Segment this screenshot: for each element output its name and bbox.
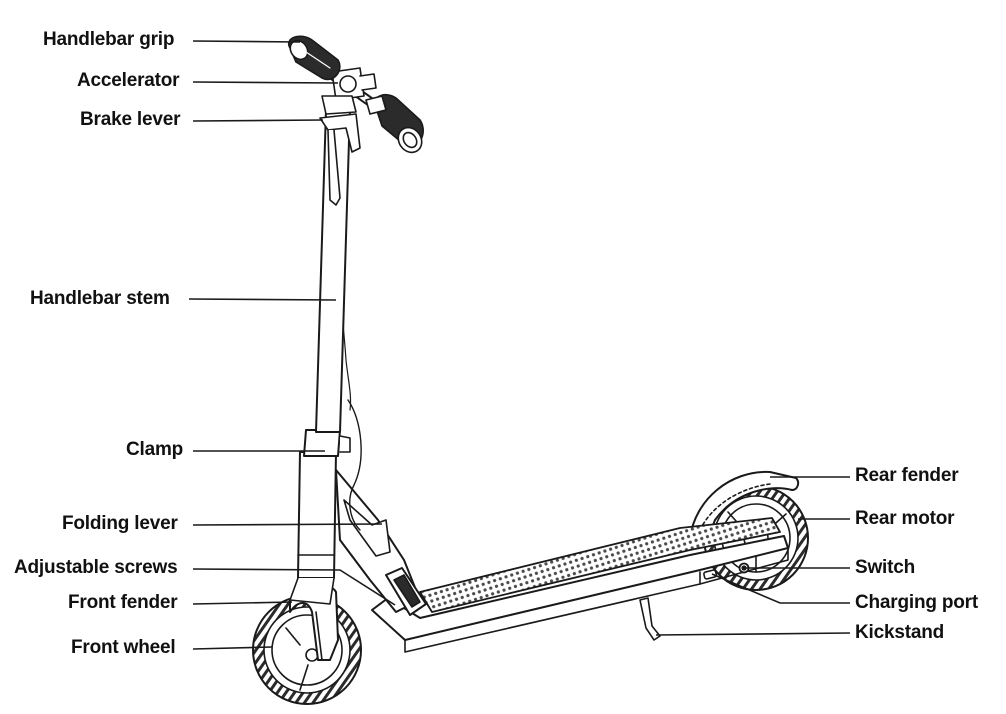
label-adjustable-screws: Adjustable screws <box>14 557 178 578</box>
label-handlebar-stem: Handlebar stem <box>30 288 170 309</box>
label-rear-motor: Rear motor <box>855 508 955 529</box>
label-kickstand: Kickstand <box>855 622 945 643</box>
folding-lever <box>343 499 391 557</box>
label-handlebar-grip: Handlebar grip <box>43 29 175 50</box>
charging-port <box>703 569 718 580</box>
label-switch: Switch <box>855 557 916 578</box>
accelerator <box>331 67 377 101</box>
label-rear-fender: Rear fender <box>855 465 959 486</box>
kickstand <box>639 597 661 641</box>
label-accelerator: Accelerator <box>77 70 180 91</box>
handlebar-grip <box>287 35 341 81</box>
right-handlebar-grip <box>373 93 424 154</box>
deck <box>371 517 789 653</box>
clamp <box>303 429 341 457</box>
label-folding-lever: Folding lever <box>62 513 178 534</box>
rear-fender <box>689 470 800 546</box>
front-wheel <box>252 595 362 705</box>
label-front-wheel: Front wheel <box>71 637 176 658</box>
label-clamp: Clamp <box>126 439 184 460</box>
leader-lines <box>188 40 851 650</box>
label-brake-lever: Brake lever <box>80 109 181 130</box>
label-front-fender: Front fender <box>68 592 178 613</box>
label-charging-port: Charging port <box>855 592 978 613</box>
